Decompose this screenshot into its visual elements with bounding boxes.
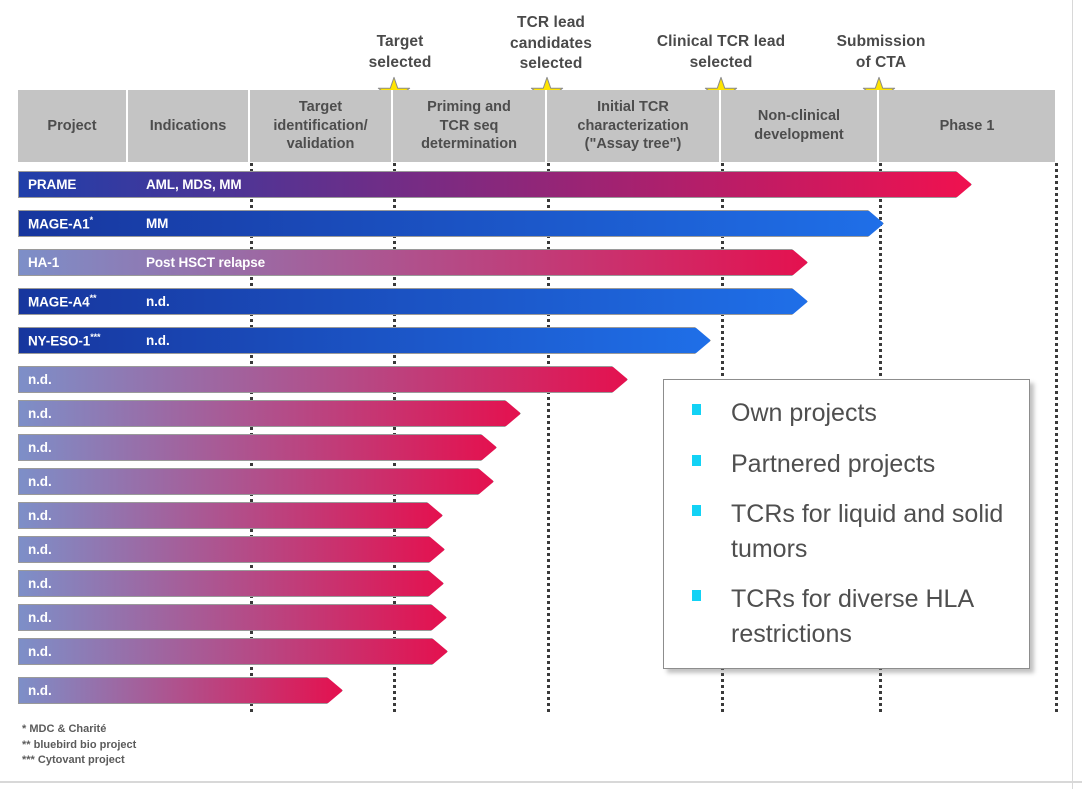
pipeline-row[interactable]: MAGE-A4** n.d.: [18, 288, 808, 315]
pipeline-row[interactable]: n.d.: [18, 434, 497, 461]
row-project-label: MAGE-A4**: [28, 293, 97, 310]
legend-item: TCRs for diverse HLA restrictions: [678, 582, 1015, 651]
stage-header-cell-1: Project: [18, 90, 128, 162]
progress-bar-arrow: HA-1 Post HSCT relapse: [18, 249, 808, 276]
row-project-label: n.d.: [28, 474, 52, 489]
pipeline-row[interactable]: n.d.: [18, 366, 628, 393]
progress-bar-arrow: n.d.: [18, 366, 628, 393]
page-frame-right: [1072, 0, 1073, 789]
progress-bar-arrow: MAGE-A4** n.d.: [18, 288, 808, 315]
page-frame-bottom: [0, 781, 1082, 783]
stage-gridline-6: [1055, 163, 1058, 712]
footnote-marker: **: [89, 293, 97, 304]
row-project-label: n.d.: [28, 576, 52, 591]
progress-bar-arrow: n.d.: [18, 400, 521, 427]
pipeline-row[interactable]: n.d.: [18, 536, 445, 563]
row-project-label: n.d.: [28, 644, 52, 659]
row-project-label: n.d.: [28, 610, 52, 625]
stage-gridline-3: [547, 163, 550, 712]
pipeline-row[interactable]: n.d.: [18, 638, 448, 665]
row-project-label: NY-ESO-1***: [28, 332, 101, 349]
progress-bar-arrow: n.d.: [18, 604, 447, 631]
pipeline-row[interactable]: n.d.: [18, 502, 443, 529]
legend-item-label: TCRs for diverse HLA restrictions: [731, 585, 973, 648]
row-project-label: n.d.: [28, 372, 52, 387]
footnote-line-2: ** bluebird bio project: [22, 738, 137, 751]
footnotes-block: * MDC & Charité ** bluebird bio project **…: [22, 722, 136, 769]
row-indication-label: n.d.: [146, 333, 170, 348]
row-project-label: n.d.: [28, 406, 52, 421]
legend-bullet-icon: [692, 590, 701, 601]
row-project-label: PRAME: [28, 177, 77, 192]
legend-item: Partnered projects: [678, 447, 1015, 482]
row-project-label: n.d.: [28, 683, 52, 698]
legend-item-label: Own projects: [731, 399, 877, 427]
pipeline-row[interactable]: n.d.: [18, 677, 343, 704]
row-indication-label: MM: [146, 216, 169, 231]
row-project-label: n.d.: [28, 440, 52, 455]
legend-item-label: TCRs for liquid and solid tumors: [731, 500, 1004, 563]
progress-bar-arrow: n.d.: [18, 570, 444, 597]
row-project-label: HA-1: [28, 255, 60, 270]
legend-item: TCRs for liquid and solid tumors: [678, 497, 1015, 566]
stage-header-label: Indications: [149, 117, 227, 134]
stage-header-label: Project: [47, 117, 97, 134]
stage-header-cell-2: Indications: [128, 90, 250, 162]
pipeline-row[interactable]: PRAME AML, MDS, MM: [18, 171, 972, 198]
row-project-label: MAGE-A1*: [28, 215, 93, 232]
stage-header-cell-7: Phase 1: [879, 90, 1055, 162]
stage-header-label: Phase 1: [939, 117, 995, 134]
pipeline-row[interactable]: MAGE-A1* MM: [18, 210, 884, 237]
footnote-marker: ***: [90, 332, 101, 343]
progress-bar-arrow: n.d.: [18, 677, 343, 704]
footnote-line-3: *** Cytovant project: [22, 754, 125, 767]
footnote-marker: *: [89, 215, 93, 226]
progress-bar-arrow: n.d.: [18, 434, 497, 461]
footnote-line-1: * MDC & Charité: [22, 723, 107, 735]
pipeline-row[interactable]: HA-1 Post HSCT relapse: [18, 249, 808, 276]
pipeline-row[interactable]: n.d.: [18, 570, 444, 597]
legend-bullet-icon: [692, 454, 701, 466]
progress-bar-arrow: n.d.: [18, 502, 443, 529]
row-indication-label: AML, MDS, MM: [146, 177, 242, 192]
row-project-label: n.d.: [28, 508, 52, 523]
progress-bar-arrow: PRAME AML, MDS, MM: [18, 171, 972, 198]
progress-bar-arrow: n.d.: [18, 536, 445, 563]
progress-bar-arrow: MAGE-A1* MM: [18, 210, 884, 237]
progress-bar-arrow: n.d.: [18, 468, 494, 495]
pipeline-row[interactable]: n.d.: [18, 400, 521, 427]
legend-item: Own projects: [678, 396, 1015, 431]
pipeline-row[interactable]: n.d.: [18, 604, 447, 631]
pipeline-row[interactable]: NY-ESO-1*** n.d.: [18, 327, 711, 354]
legend-bullet-icon: [692, 505, 701, 516]
legend-item-label: Partnered projects: [731, 449, 936, 478]
progress-bar-arrow: n.d.: [18, 638, 448, 665]
row-indication-label: Post HSCT relapse: [146, 255, 266, 270]
pipeline-row[interactable]: n.d.: [18, 468, 494, 495]
row-indication-label: n.d.: [146, 294, 170, 309]
progress-bar-arrow: NY-ESO-1*** n.d.: [18, 327, 711, 354]
row-project-label: n.d.: [28, 542, 52, 557]
legend-bullet-icon: [692, 404, 701, 415]
